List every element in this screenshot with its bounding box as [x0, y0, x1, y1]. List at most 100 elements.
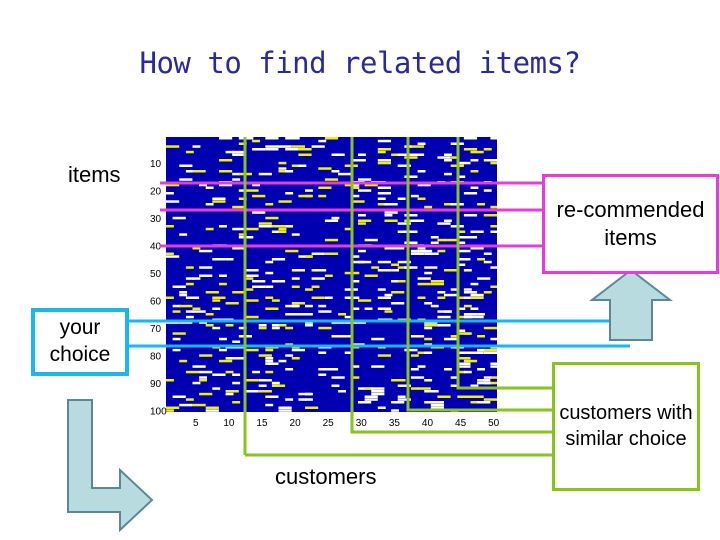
heatmap-cell [278, 227, 287, 231]
heatmap-cell [457, 329, 466, 332]
heatmap-cell [265, 137, 279, 140]
heatmap-cell [192, 310, 206, 313]
heatmap-cell [450, 376, 459, 379]
heatmap-cell [384, 247, 393, 250]
heatmap-cell [179, 293, 188, 297]
heatmap-cell [166, 255, 180, 258]
heatmap-cell [444, 172, 452, 176]
heatmap-cell [391, 302, 405, 305]
heatmap-cell [172, 332, 186, 335]
heatmap-cell [424, 337, 433, 341]
heatmap-cell [285, 354, 294, 357]
heatmap-cell [410, 376, 425, 379]
heatmap-cell [463, 313, 478, 316]
heatmap-cell [271, 299, 280, 302]
heatmap-cell [232, 373, 241, 376]
heatmap-cell [391, 291, 405, 294]
heatmap-cell [258, 225, 272, 228]
heatmap-cell [192, 277, 201, 280]
heatmap-cell [192, 145, 201, 148]
heatmap-cell [444, 238, 458, 242]
heatmap-cell [219, 359, 233, 363]
heatmap-cell [463, 296, 472, 299]
heatmap-cell [430, 403, 444, 407]
heatmap-cell [212, 373, 226, 376]
heatmap-cell [245, 236, 254, 239]
heatmap-cell [324, 137, 339, 140]
heatmap-cell [477, 203, 485, 206]
heatmap-cell [232, 357, 246, 360]
heatmap-cell [430, 236, 439, 239]
heatmap-cell [444, 337, 458, 341]
heatmap-cell [351, 255, 360, 258]
heatmap-cell [483, 398, 497, 401]
heatmap-cell [225, 370, 234, 374]
heatmap-cell [172, 395, 186, 398]
y-tick-label: 10 [150, 159, 162, 170]
heatmap-cell [483, 351, 497, 354]
heatmap-cell [232, 381, 241, 385]
heatmap-cell [305, 398, 313, 401]
heatmap-cell [490, 266, 497, 269]
heatmap-cell [457, 230, 466, 233]
heatmap-cell [463, 137, 478, 140]
heatmap-cell [483, 326, 497, 330]
heatmap-cell [265, 285, 274, 288]
x-tick-label: 35 [389, 418, 401, 429]
heatmap-cell [457, 357, 471, 360]
heatmap-cell [477, 258, 485, 261]
heatmap-cell [450, 156, 459, 159]
heatmap-cell [483, 376, 492, 379]
heatmap-cell [232, 172, 241, 176]
heatmap-cell [377, 159, 391, 162]
heatmap-cell [490, 362, 497, 365]
heatmap-cell [179, 304, 193, 308]
recommended-items-box: re-commended items [542, 174, 719, 274]
heatmap-cell [166, 252, 174, 255]
heatmap-cell [298, 164, 307, 167]
heatmap-cell [397, 395, 406, 398]
heatmap-cell [305, 321, 313, 324]
heatmap-cell [371, 365, 385, 368]
heatmap-cell [311, 285, 320, 288]
heatmap-cell [212, 299, 221, 302]
heatmap-cell [351, 296, 360, 299]
heatmap-cell [185, 170, 194, 173]
heatmap-cell [470, 293, 484, 297]
heatmap-cell [470, 170, 479, 173]
heatmap-cell [364, 395, 378, 398]
heatmap-cell [444, 219, 452, 222]
heatmap-cell [318, 186, 332, 189]
heatmap-cell [377, 406, 386, 409]
heatmap-cell [252, 194, 266, 198]
heatmap-cell [238, 142, 247, 145]
heatmap-cell [483, 148, 492, 151]
heatmap-cell [192, 307, 201, 310]
heatmap-cell [245, 277, 254, 280]
heatmap-cell [199, 321, 207, 324]
heatmap-cell [371, 390, 385, 393]
heatmap-cell [258, 384, 267, 387]
heatmap-cell [463, 370, 472, 374]
heatmap-cell [245, 269, 259, 272]
heatmap-cell [278, 230, 287, 233]
y-tick-label: 20 [150, 187, 162, 198]
heatmap-cell [490, 381, 497, 385]
heatmap-cell [424, 249, 433, 253]
heatmap-cell [463, 288, 472, 291]
heatmap-cell [305, 313, 313, 316]
heatmap-cell [305, 189, 313, 192]
heatmap-cell [417, 170, 426, 173]
heatmap-cell [404, 266, 418, 269]
heatmap-cell [351, 200, 365, 203]
heatmap-cell [490, 205, 497, 209]
heatmap-cell [166, 406, 180, 409]
heatmap-cell [424, 326, 433, 330]
heatmap-cell [232, 401, 241, 404]
heatmap-cell [490, 137, 497, 140]
heatmap-cell [212, 200, 226, 203]
heatmap-cell [232, 247, 246, 250]
heatmap-cell [358, 321, 366, 324]
heatmap-cell [457, 370, 466, 374]
